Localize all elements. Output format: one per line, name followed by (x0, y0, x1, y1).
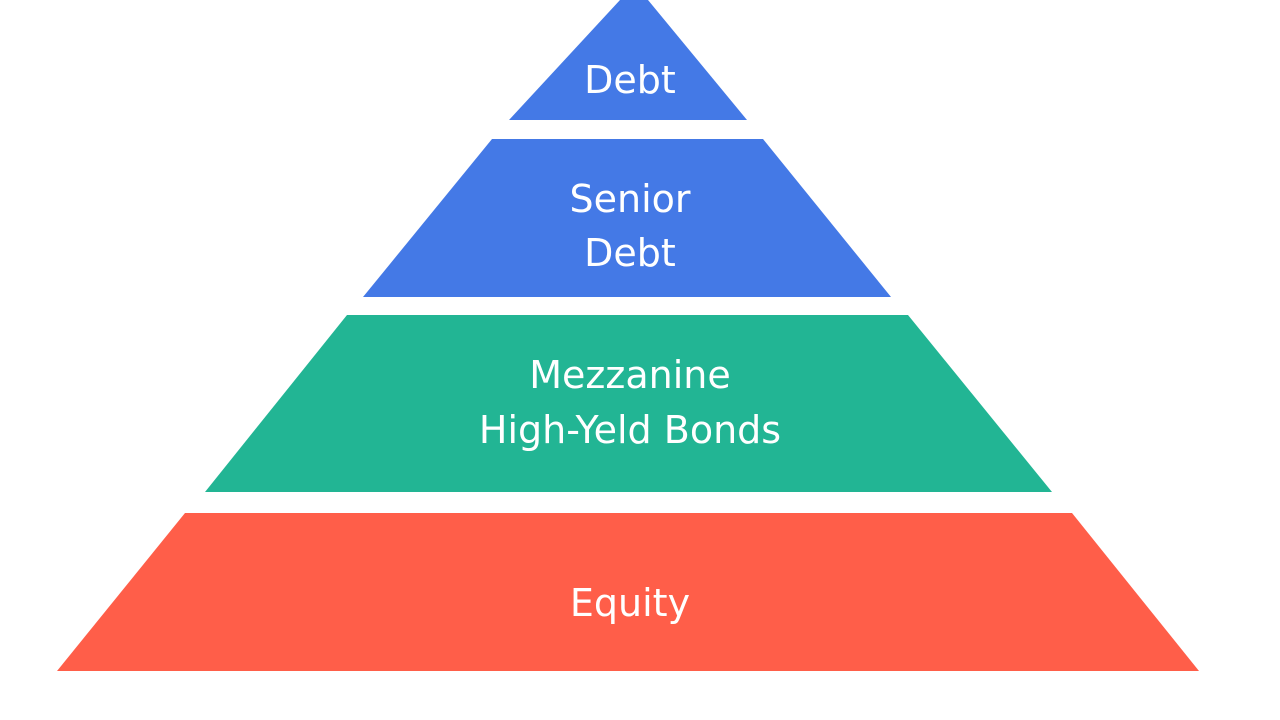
pyramid-level-mezzanine: Mezzanine High-Yeld Bonds (205, 315, 1052, 492)
mezzanine-label-line1: Mezzanine (529, 353, 730, 397)
pyramid-level-senior-debt: Senior Debt (363, 139, 891, 297)
pyramid-level-equity: Equity (57, 513, 1199, 671)
equity-label: Equity (570, 581, 690, 625)
debt-label: Debt (584, 58, 676, 102)
senior-debt-label-line1: Senior (569, 177, 690, 221)
senior-debt-label-line2: Debt (584, 231, 676, 275)
equity-band (57, 513, 1199, 671)
debt-band (509, 0, 747, 120)
mezzanine-label-line2: High-Yeld Bonds (479, 408, 781, 452)
senior-debt-band (363, 139, 891, 297)
pyramid-level-debt: Debt (509, 0, 747, 120)
mezzanine-band (205, 315, 1052, 492)
